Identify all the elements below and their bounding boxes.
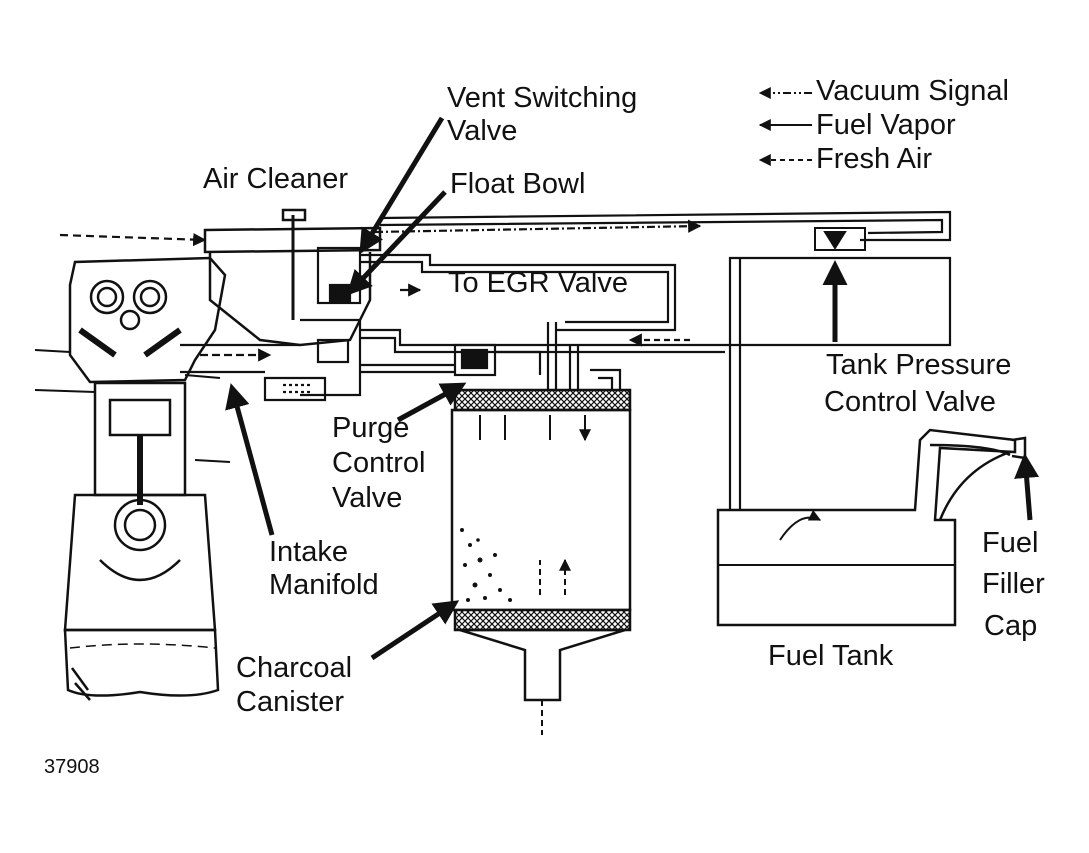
intake-manifold-pipe — [180, 343, 300, 374]
label-intake-line1: Intake — [269, 536, 348, 568]
label-charcoal-line2: Canister — [236, 686, 344, 718]
label-purge-line1: Purge — [332, 412, 410, 444]
air-cleaner — [203, 208, 382, 347]
engine — [34, 256, 231, 701]
label-fuel-tank: Fuel Tank — [768, 640, 894, 672]
label-vent-switching-valve-line2: Valve — [447, 115, 518, 147]
fuel-tank-drawing — [716, 428, 1027, 627]
label-intake-line2: Manifold — [269, 569, 379, 601]
label-float-bowl: Float Bowl — [450, 168, 586, 200]
legend-vacuum-signal: Vacuum Signal — [816, 75, 1009, 107]
label-filler-line2: Filler — [982, 568, 1045, 600]
label-tank-pressure-line2: Control Valve — [824, 386, 996, 418]
label-air-cleaner: Air Cleaner — [203, 163, 349, 195]
label-purge-line2: Control — [332, 447, 426, 479]
pointer-arrows — [225, 116, 1040, 661]
carburetor — [263, 246, 362, 402]
legend-fresh-air: Fresh Air — [816, 143, 933, 175]
label-tank-pressure-line1: Tank Pressure — [826, 349, 1012, 381]
label-purge-line3: Valve — [332, 482, 403, 514]
tank-pressure-valve-drawing — [814, 227, 866, 251]
vapor-lines — [59, 210, 952, 510]
label-to-egr-valve: To EGR Valve — [448, 267, 628, 299]
label-charcoal-line1: Charcoal — [236, 652, 353, 684]
legend-fuel-vapor: Fuel Vapor — [816, 109, 956, 141]
label-filler-line1: Fuel — [982, 527, 1039, 559]
legend-swatches — [758, 87, 812, 166]
charcoal-canister-drawing — [450, 388, 632, 735]
figure-number: 37908 — [44, 756, 100, 778]
label-vent-switching-valve-line1: Vent Switching — [447, 82, 638, 114]
label-filler-line3: Cap — [984, 610, 1038, 642]
